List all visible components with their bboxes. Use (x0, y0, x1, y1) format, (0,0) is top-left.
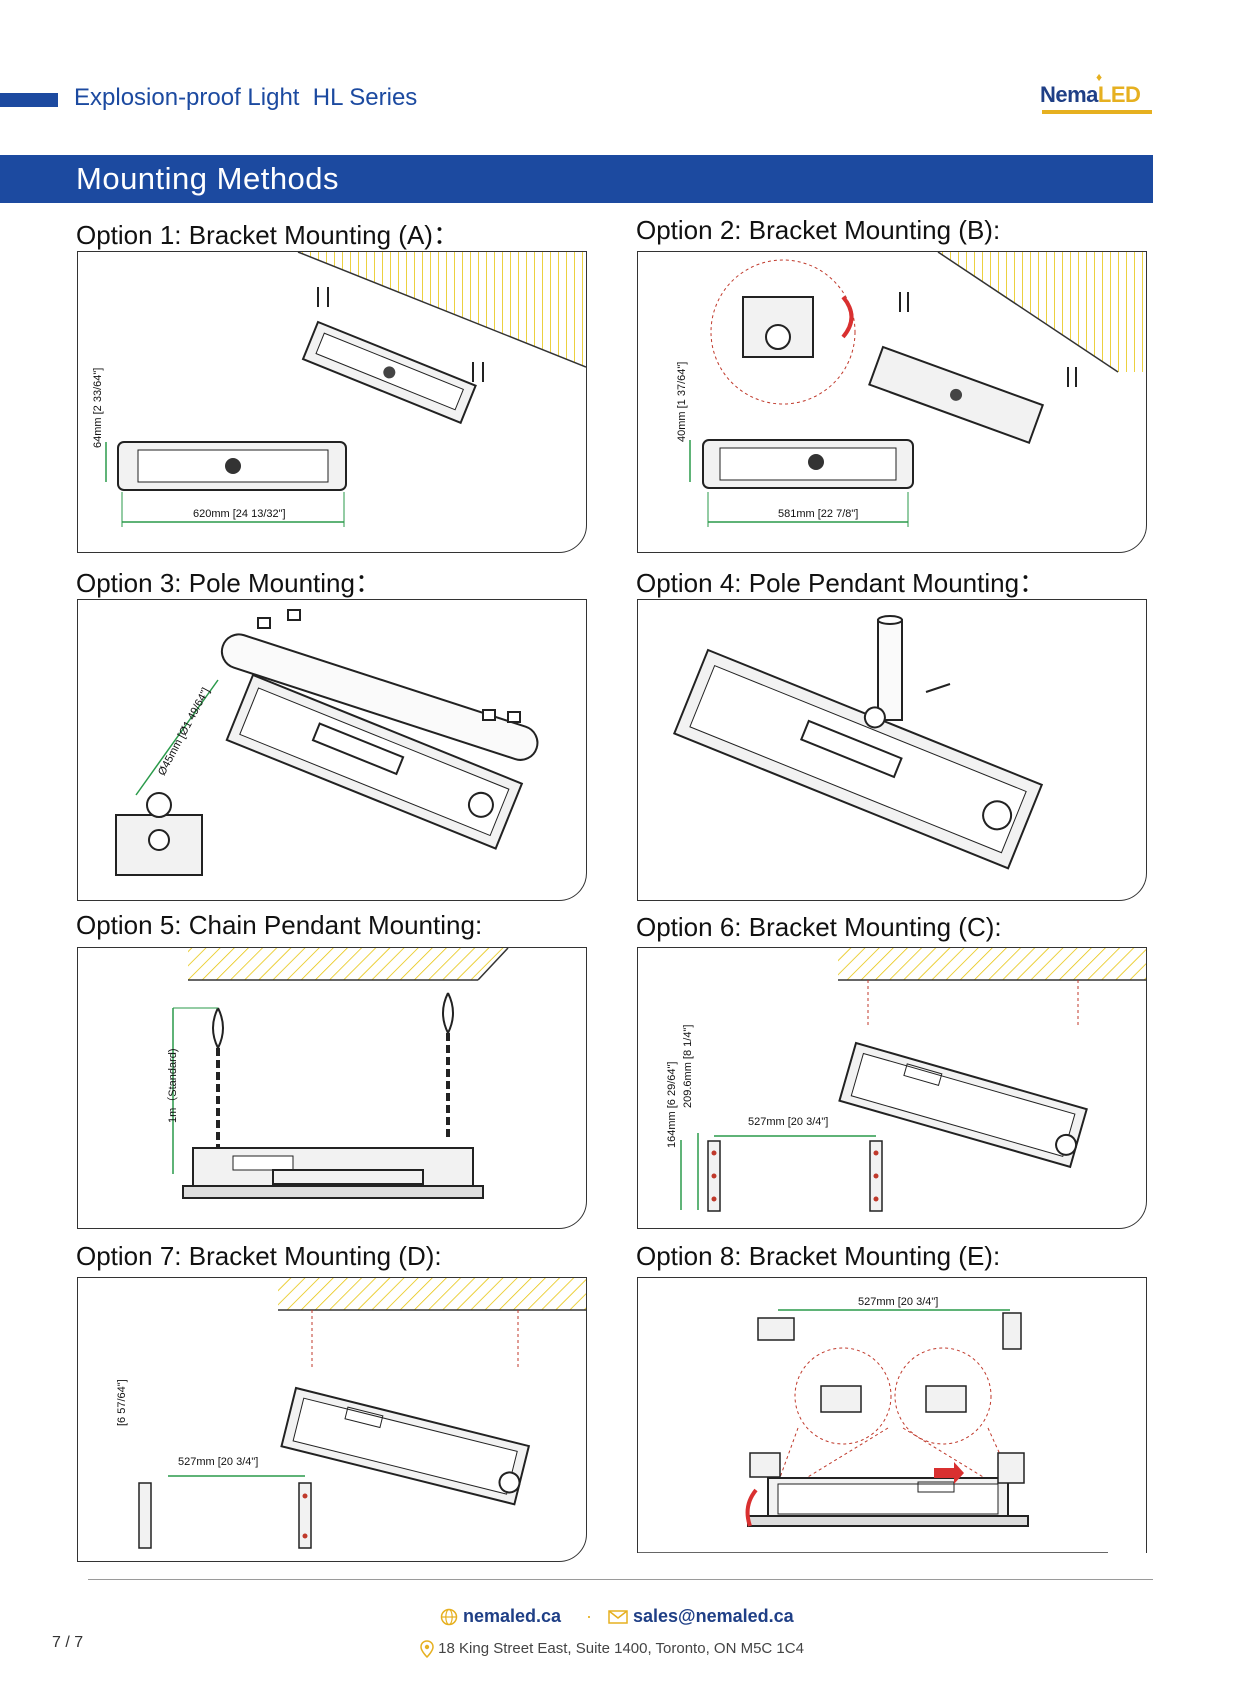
section-title: Mounting Methods (76, 161, 340, 196)
option-4-title: Option 4: Pole Pendant Mounting： (636, 568, 1046, 598)
chain-pendant-illustration (172, 948, 509, 1199)
pole-pendant-illustration (672, 615, 1044, 870)
dimension-164mm: 164mm [6 29/64"] (666, 1061, 678, 1148)
envelope-icon (608, 1610, 628, 1624)
dimension-209mm: 209.6mm [8 1/4"] (682, 1024, 694, 1108)
pole-mount-illustration (115, 609, 539, 876)
location-pin-icon (420, 1640, 434, 1659)
dimension-chain-length: 1m（Standard) (167, 1048, 179, 1123)
header-accent-bar (0, 93, 58, 107)
option-5-title: Option 5: Chain Pendant Mounting: (76, 910, 483, 940)
dimension-527mm: 527mm [20 3/4"] (748, 1116, 829, 1128)
option-6-diagram: 164mm [6 29/64"] 209.6mm [8 1/4"] 527mm … (637, 947, 1147, 1229)
option-8-diagram: 527mm [20 3/4"] (637, 1277, 1147, 1553)
dimension-height: 40mm [1 37/64"] (676, 361, 688, 442)
option-4-diagram (637, 599, 1147, 901)
bracket-e-illustration (638, 1309, 1108, 1553)
email-link[interactable]: sales@nemaled.ca (608, 1606, 794, 1627)
option-1-title: Option 1: Bracket Mounting (A)： (76, 220, 459, 250)
option-3-title: Option 3: Pole Mounting： (76, 568, 381, 598)
option-1-diagram: 64mm [2 33/64"] 620mm [24 13/32"] (77, 251, 587, 553)
footer-address: 18 King Street East, Suite 1400, Toronto… (420, 1640, 804, 1659)
document-title: Explosion-proof Light HL Series (74, 84, 418, 111)
bracket-a-illustration (105, 252, 586, 527)
option-6-title: Option 6: Bracket Mounting (C): (636, 912, 1002, 942)
bracket-d-illustration (138, 1278, 586, 1549)
option-2-diagram: 40mm [1 37/64"] 581mm [22 7/8"] (637, 251, 1147, 553)
bracket-b-illustration (689, 252, 1146, 527)
brand-logo: ♦ NemaLED (1040, 70, 1152, 116)
dimension-527mm: 527mm [20 3/4"] (858, 1296, 939, 1308)
dimension-height: [6 57/64"] (116, 1379, 128, 1426)
section-banner: Mounting Methods (0, 155, 1153, 203)
option-5-diagram: 1m（Standard) (77, 947, 587, 1229)
option-2-title: Option 2: Bracket Mounting (B): (636, 215, 1001, 245)
dimension-527mm: 527mm [20 3/4"] (178, 1456, 259, 1468)
footer-divider (88, 1579, 1153, 1580)
option-8-title: Option 8: Bracket Mounting (E): (636, 1241, 1001, 1271)
dimension-height: 64mm [2 33/64"] (92, 367, 104, 448)
option-3-diagram: Ø45mm [Ø1 49/64"] (77, 599, 587, 901)
footer-separator: · (586, 1606, 592, 1626)
page-number: 7 / 7 (52, 1634, 84, 1651)
option-7-title: Option 7: Bracket Mounting (D): (76, 1241, 442, 1271)
bracket-c-illustration (680, 948, 1146, 1212)
dimension-length: 581mm [22 7/8"] (778, 508, 859, 520)
website-link[interactable]: nemaled.ca (440, 1606, 561, 1627)
dimension-length: 620mm [24 13/32"] (193, 508, 286, 520)
crown-icon: ♦ (1096, 70, 1103, 84)
option-7-diagram: [6 57/64"] 527mm [20 3/4"] (77, 1277, 587, 1562)
globe-icon (440, 1609, 458, 1626)
